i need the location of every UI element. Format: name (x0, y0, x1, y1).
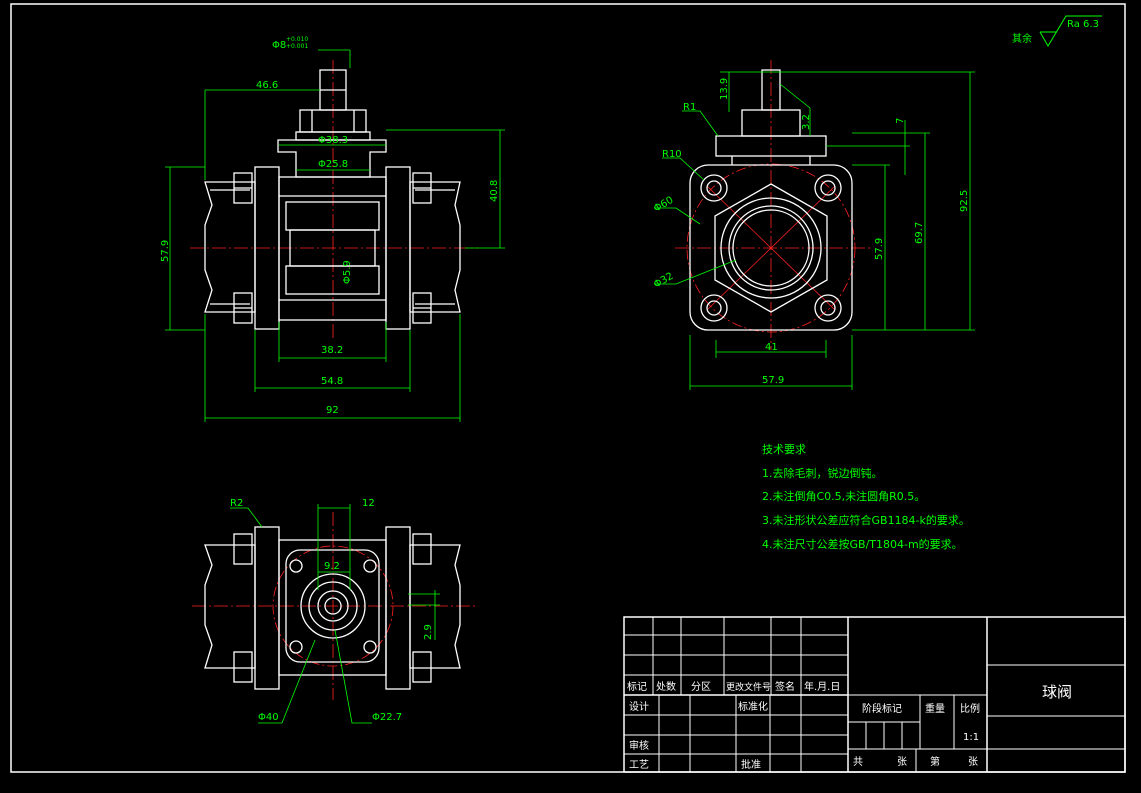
front-view-dimensions (165, 49, 505, 422)
front-view-labels: Φ8 +0.010 +0.001 46.6 Φ38.3 Φ25.8 40.8 5… (160, 36, 500, 416)
title-block: 标记 处数 分区 更改文件号 签名 年.月.日 设计 标准化 审核 工艺 批准 … (623, 616, 1126, 773)
tb-header-date: 年.月.日 (804, 680, 840, 693)
tb-review: 审核 (629, 739, 649, 752)
tb-header-count: 处数 (656, 680, 676, 693)
tech-requirement-1: 1.去除毛刺，锐边倒钝。 (762, 466, 883, 480)
tech-requirements: 技术要求 1.去除毛刺，锐边倒钝。 2.未注倒角C0.5,未注圆角R0.5。 3… (762, 443, 970, 551)
dim-stem-dia: Φ8 (272, 40, 286, 51)
tb-sheet-unit-2: 张 (968, 756, 978, 768)
dim-7: 7 (895, 118, 906, 124)
tb-stage-mark: 阶段标记 (862, 702, 902, 715)
roughness-label: 其余 (1012, 32, 1032, 45)
dim-38-2: 38.2 (321, 345, 343, 356)
side-view-dimensions (654, 71, 975, 390)
dim-40: Φ40 (258, 712, 279, 723)
dim-stem-tol-upper: +0.010 (286, 36, 308, 43)
dim-40-8: 40.8 (489, 180, 500, 202)
tech-requirement-3: 3.未注形状公差应符合GB1184-k的要求。 (762, 513, 970, 527)
dim-92-5: 92.5 (959, 190, 970, 212)
side-view (675, 60, 870, 350)
dim-r1: R1 (683, 102, 696, 113)
tb-sheet-no: 第 (930, 755, 940, 768)
dim-25-8: Φ25.8 (318, 159, 348, 170)
dim-r10: R10 (662, 149, 682, 160)
tb-header-change-doc: 更改文件号 (726, 681, 771, 693)
top-view (192, 512, 476, 700)
tb-process: 工艺 (629, 759, 649, 771)
dim-stem-tol-lower: +0.001 (286, 43, 308, 50)
dim-60: Φ60 (652, 195, 675, 215)
drawing-frame (10, 3, 1126, 773)
dim-57-9-side: 57.9 (874, 238, 885, 260)
tech-requirement-4: 4.未注尺寸公差按GB/T1804-m的要求。 (762, 537, 963, 551)
tb-scale-value: 1:1 (963, 732, 979, 743)
dim-3-2: 3.2 (801, 114, 812, 130)
side-view-labels: R1 R10 13.9 3.2 7 92.5 69.7 57.9 Φ60 Φ32… (652, 78, 970, 386)
dim-57-9-bottom: 57.9 (762, 375, 784, 386)
tb-standardize: 标准化 (738, 700, 768, 713)
top-view-dimensions (230, 504, 440, 724)
dim-69-7: 69.7 (914, 222, 925, 244)
tech-requirements-title: 技术要求 (762, 443, 806, 456)
tb-header-mark: 标记 (627, 681, 647, 693)
top-view-labels: R2 12 9.2 2.9 Φ40 Φ22.7 (230, 498, 434, 723)
dim-9-2: 9.2 (324, 561, 340, 572)
front-view (190, 60, 478, 340)
tb-header-zone: 分区 (691, 681, 711, 693)
dim-46-6: 46.6 (256, 80, 278, 91)
dim-22-7: Φ22.7 (372, 712, 402, 723)
dim-13-9: 13.9 (719, 78, 730, 100)
roughness-symbol: 其余 Ra 6.3 (1012, 15, 1102, 47)
dim-12: 12 (362, 498, 375, 509)
tb-scale: 比例 (960, 702, 980, 715)
dim-38-3: Φ38.3 (318, 135, 348, 146)
tb-weight: 重量 (925, 702, 945, 715)
tb-approve: 批准 (741, 758, 761, 771)
dim-32: Φ32 (652, 271, 675, 291)
dim-r2: R2 (230, 498, 243, 509)
dim-54-8: 54.8 (321, 376, 343, 387)
tb-total: 共 (853, 756, 863, 768)
dim-5-9: Φ5.9 (342, 260, 353, 284)
roughness-value: Ra 6.3 (1067, 19, 1099, 30)
dim-92: 92 (326, 405, 339, 416)
tech-requirement-2: 2.未注倒角C0.5,未注圆角R0.5。 (762, 489, 925, 503)
dim-41: 41 (765, 342, 778, 353)
tb-sheet-unit-1: 张 (897, 756, 907, 768)
tb-part-name: 球阀 (1042, 683, 1072, 701)
tb-header-signature: 签名 (775, 680, 795, 693)
dim-2-9: 2.9 (423, 624, 434, 640)
tb-design: 设计 (629, 700, 649, 713)
dim-57-9: 57.9 (160, 240, 171, 262)
